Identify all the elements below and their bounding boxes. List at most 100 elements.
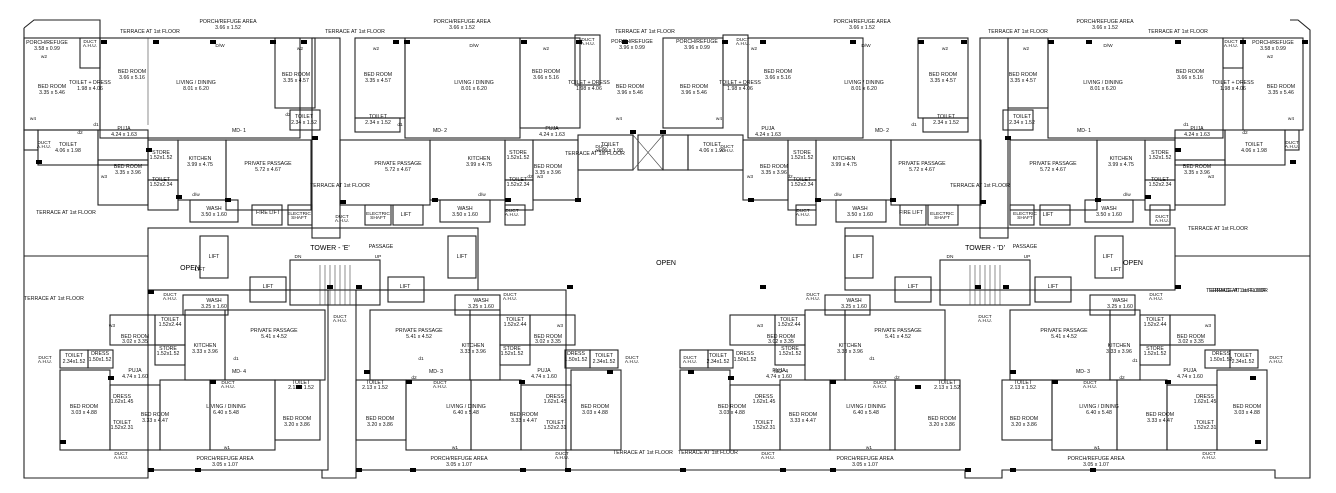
lower-walls bbox=[59, 289, 1268, 471]
plan-label: PUJA bbox=[117, 126, 131, 132]
plan-label: 5.72 x 4.67 bbox=[255, 167, 281, 173]
column bbox=[1240, 40, 1246, 44]
column bbox=[1048, 40, 1054, 44]
plan-label: 3.35 x 4.57 bbox=[283, 78, 309, 84]
plan-label: LIFT bbox=[1043, 212, 1054, 218]
room-labels: TERRACE AT 1st FLOOR PORCH/REFUGE AREA 3.6… bbox=[24, 19, 1295, 468]
plan-label: DRESS bbox=[546, 394, 564, 400]
plan-label: 3.66 x 5.16 bbox=[119, 75, 145, 81]
plan-label: FIRE LIFT bbox=[899, 210, 924, 216]
plan-label: 2.34x1.52 bbox=[63, 359, 86, 365]
plan-label: BED ROOM bbox=[616, 84, 644, 90]
plan-label: TOILET bbox=[793, 177, 812, 183]
plan-label: FIRE LIFT bbox=[256, 210, 281, 216]
column bbox=[340, 200, 346, 204]
plan-label: 4.74 x 1.60 bbox=[531, 374, 557, 380]
plan-label: STORE bbox=[781, 346, 799, 352]
plan-label: TOILET bbox=[1151, 177, 1170, 183]
plan-label: w2 bbox=[751, 46, 757, 52]
plan-label: LIFT bbox=[195, 267, 206, 273]
plan-label: PORCH/REFUGE AREA bbox=[196, 456, 254, 462]
column bbox=[36, 160, 42, 164]
plan-label: PRIVATE PASSAGE bbox=[1029, 161, 1077, 167]
plan-label: DRESS bbox=[91, 351, 109, 357]
plan-label: 2.13 x 1.52 bbox=[934, 385, 960, 391]
plan-label: 1.52x2.31 bbox=[544, 425, 567, 431]
column bbox=[108, 376, 114, 380]
column bbox=[1095, 198, 1101, 202]
column bbox=[576, 40, 582, 44]
plan-label: w2 bbox=[373, 46, 379, 52]
plan-label: LIFT bbox=[908, 284, 919, 290]
column bbox=[404, 40, 410, 44]
plan-label: w3 bbox=[747, 174, 753, 180]
plan-label: 1.62x1.45 bbox=[1194, 399, 1217, 405]
plan-label: 3.03 x 4.88 bbox=[1234, 410, 1260, 416]
plan-label: TOILET bbox=[292, 380, 311, 386]
plan-label: w3 bbox=[101, 174, 107, 180]
plan-label: TOILET bbox=[1013, 114, 1032, 120]
plan-label: PUJA bbox=[537, 368, 551, 374]
plan-label: BED ROOM bbox=[1010, 416, 1038, 422]
column bbox=[1145, 195, 1151, 199]
plan-label: TERRACE AT 1st FLOOR bbox=[36, 210, 96, 216]
plan-label: 1.52x1.52 bbox=[791, 155, 814, 161]
plan-label: PORCH/REFUGE bbox=[676, 39, 718, 45]
column bbox=[565, 468, 571, 472]
plan-label: 2.34x1.52 bbox=[593, 359, 616, 365]
plan-label: 1.62x1.45 bbox=[753, 399, 776, 405]
plan-label: w3 bbox=[537, 174, 543, 180]
plan-label: UP bbox=[375, 254, 382, 260]
plan-label: MD- 1 bbox=[1077, 128, 1091, 134]
plan-label: TERRACE AT 1st FLOOR bbox=[988, 29, 1048, 35]
plan-label: 2.13 x 1.52 bbox=[1010, 385, 1036, 391]
plan-label: 3.35 x 3.96 bbox=[761, 170, 787, 176]
plan-label: w4 bbox=[716, 116, 722, 122]
column bbox=[356, 468, 362, 472]
plan-label: 8.01 x 6.20 bbox=[1090, 86, 1116, 92]
plan-label: STORE bbox=[503, 346, 521, 352]
column bbox=[722, 40, 728, 44]
plan-label: TOILET + DRESS bbox=[719, 80, 761, 86]
plan-label: BED ROOM bbox=[767, 334, 795, 340]
plan-label: 3.02 x 3.35 bbox=[122, 339, 148, 345]
plan-label: d/w bbox=[478, 192, 486, 198]
plan-label: 1.52x1.52 bbox=[1144, 351, 1167, 357]
plan-label: d/w bbox=[1123, 192, 1131, 198]
plan-label: WASH bbox=[457, 206, 473, 212]
plan-label: MD- 3 bbox=[1076, 369, 1090, 375]
plan-label: BED ROOM bbox=[532, 69, 560, 75]
plan-label: TERRACE AT 1st FLOOR bbox=[120, 29, 180, 35]
plan-label: LIFT bbox=[263, 284, 274, 290]
plan-label: d1 bbox=[911, 122, 917, 128]
plan-label: LIVING / DINING bbox=[446, 404, 486, 410]
plan-label: STORE bbox=[152, 150, 170, 156]
plan-label: TERRACE AT 1st FLOOR bbox=[613, 450, 673, 456]
column bbox=[393, 40, 399, 44]
plan-label: w3 bbox=[109, 323, 115, 329]
plan-label: 1.52x2.31 bbox=[753, 425, 776, 431]
plan-label: 3.35 x 4.57 bbox=[365, 78, 391, 84]
plan-label: 4.06 x 1.98 bbox=[699, 148, 725, 154]
plan-label: TOILET bbox=[1014, 380, 1033, 386]
plan-label: w3 bbox=[557, 323, 563, 329]
plan-label: 3.96 x 0.99 bbox=[684, 45, 710, 51]
plan-label: 3.66 x 1.52 bbox=[849, 25, 875, 31]
plan-label: DRESS bbox=[567, 351, 585, 357]
column bbox=[1175, 40, 1181, 44]
plan-label: BED ROOM bbox=[510, 412, 538, 418]
plan-label: WASH bbox=[852, 206, 868, 212]
plan-label: 5.41 x 4.52 bbox=[406, 334, 432, 340]
plan-label: 4.24 x 1.63 bbox=[1184, 132, 1210, 138]
column bbox=[210, 380, 216, 384]
plan-label: MD- 2 bbox=[433, 128, 447, 134]
plan-label: 2.34x1.52 bbox=[707, 359, 730, 365]
plan-label: 3.33 x 4.47 bbox=[511, 418, 537, 424]
plan-label: 3.50 x 1.60 bbox=[201, 212, 227, 218]
